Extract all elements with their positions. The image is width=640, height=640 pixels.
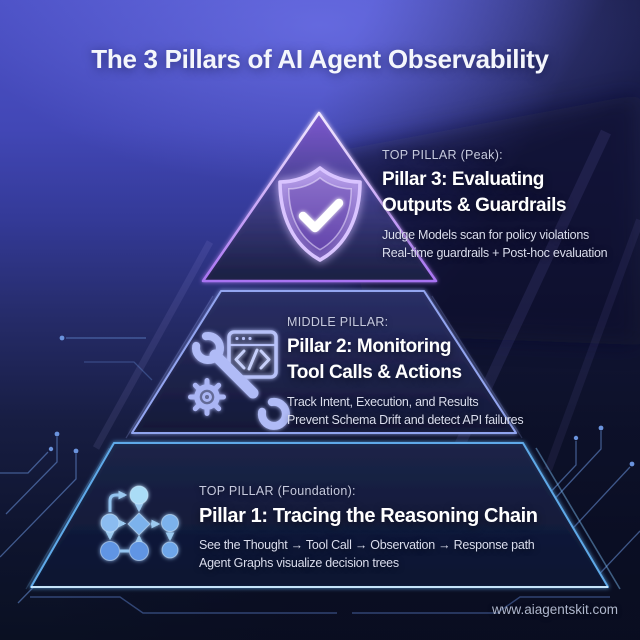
pillar3-heading: Pillar 3: Evaluating Outputs & Guardrail…	[382, 167, 632, 219]
pillar2-label: MIDDLE PILLAR:	[287, 315, 389, 329]
pillar2-heading-line1: Pillar 2: Monitoring	[287, 336, 452, 357]
wrench-gear-code-icon	[188, 330, 290, 430]
shield-check-icon	[278, 166, 362, 262]
pillar3-text-block: TOP PILLAR (Peak): Pillar 3: Evaluating …	[382, 148, 632, 262]
page-title: The 3 Pillars of AI Agent Observability	[91, 44, 549, 74]
website-watermark: www.aiagentskit.com	[491, 602, 618, 617]
pillar3-description: Judge Models scan for policy violations …	[382, 227, 632, 262]
pillar3-heading-line2: Outputs & Guardrails	[382, 195, 567, 216]
pillar3-desc-line1: Judge Models scan for policy violations	[382, 228, 590, 242]
pillar2-heading: Pillar 2: Monitoring Tool Calls & Action…	[287, 334, 587, 386]
pillar2-desc-line1: Track Intent, Execution, and Results	[287, 395, 479, 409]
hud-brackets	[30, 596, 610, 614]
pillar1-desc-line1: See the Thought → Tool Call → Observatio…	[199, 538, 535, 552]
pillar2-text-block: MIDDLE PILLAR: Pillar 2: Monitoring Tool…	[287, 315, 587, 429]
pillar1-heading: Pillar 1: Tracing the Reasoning Chain	[199, 503, 599, 530]
pyramid-tier-middle-shape	[131, 289, 517, 434]
pillar1-heading-line1: Pillar 1: Tracing the Reasoning Chain	[199, 505, 538, 527]
pillar2-heading-line2: Tool Calls & Actions	[287, 362, 462, 383]
pillar3-heading-line1: Pillar 3: Evaluating	[382, 169, 544, 190]
pillar3-desc-line2: Real-time guardrails + Post-hoc evaluati…	[382, 245, 608, 260]
pillar1-text-block: TOP PILLAR (Foundation): Pillar 1: Traci…	[199, 484, 599, 572]
pillar1-label: TOP PILLAR (Foundation):	[199, 484, 356, 498]
pillar2-desc-line2: Prevent Schema Drift and detect API fail…	[287, 412, 524, 427]
pillar1-description: See the Thought → Tool Call → Observatio…	[199, 537, 599, 572]
edge-echo-lines	[25, 295, 621, 590]
pillar1-desc-line2: Agent Graphs visualize decision trees	[199, 555, 399, 570]
pillar3-label: TOP PILLAR (Peak):	[382, 148, 503, 162]
pillar2-description: Track Intent, Execution, and Results Pre…	[287, 394, 587, 429]
flowchart-icon	[100, 485, 179, 561]
